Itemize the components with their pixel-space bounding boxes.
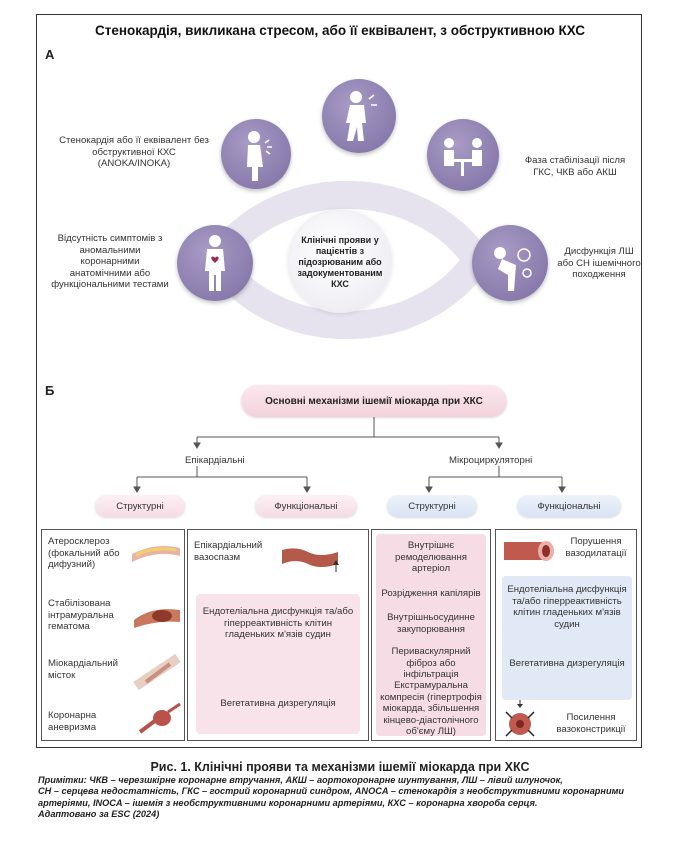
figure-caption: Рис. 1. Клінічні прояви та механізми іше… — [150, 760, 530, 774]
myocardial-bridge-icon — [133, 653, 181, 691]
micro-structural-box: Внутрішнє ремоделювання артеріол Розрідж… — [371, 529, 491, 741]
micro-struct-item-4: Периваскулярний фіброз або інфільтрація — [391, 646, 471, 680]
vasoconstriction-icon — [505, 700, 535, 737]
branch-microcirculatory: Мікроциркуляторні — [447, 455, 535, 466]
aneurysm-icon — [138, 702, 181, 734]
label-anoca: Стенокардія або її еквівалент без обстру… — [59, 135, 209, 169]
micro-func-inner: Ендотеліальна дисфункція та/або гіперреа… — [502, 576, 632, 700]
sub-epi-structural: Структурні — [95, 495, 185, 517]
epi-vasospasm-label: Епікардіальний вазоспазм — [194, 540, 263, 563]
micro-endothelial-text: Ендотеліальна дисфункція та/або гіперреа… — [507, 584, 627, 630]
epi-struct-item-3: Міокардіальний місток — [48, 658, 118, 681]
figure-notes: Примітки: ЧКВ – черезшкірне коронарне вт… — [38, 775, 648, 821]
circle-stabilization — [427, 119, 499, 191]
center-text: Клінічні прояви у пацієнтів з підозрюван… — [297, 234, 383, 289]
breathless-man-icon — [494, 247, 532, 291]
notes-line-3: артеріями, INOCA – ішемія з необструктив… — [38, 797, 538, 808]
stressed-man-icon — [346, 91, 377, 141]
notes-line-4: Адаптовано за ESC (2024) — [38, 809, 160, 820]
main-mechanisms-pill: Основні механізми ішемії міокарда при ХК… — [241, 385, 507, 417]
panel-a-title: Стенокардія, викликана стресом, або її е… — [95, 23, 585, 38]
label-lv-dysfunction: Дисфункція ЛШ або СН ішемічного походжен… — [557, 246, 641, 280]
tree-connectors — [133, 417, 566, 493]
micro-struct-item-3: Внутрішньосудинне закупорювання — [387, 612, 475, 635]
circle-lv-dysfunction — [472, 225, 548, 301]
micro-vegetative-text: Вегетативна дизрегуляція — [509, 658, 625, 669]
micro-vasodilation-label: Порушення вазодилатації — [565, 536, 627, 559]
epi-func-inner: Ендотеліальна дисфункція та/або гіперреа… — [196, 594, 360, 734]
epi-struct-item-2: Стабілізована інтрамуральна гематома — [48, 598, 114, 632]
panel-a-label: А — [45, 47, 55, 62]
epi-functional-box: Епікардіальний вазоспазм Ендотеліальна д… — [187, 529, 369, 741]
consultation-icon — [444, 138, 482, 176]
sub-micro-functional: Функціональні — [517, 495, 621, 517]
notes-line-2: СН – серцева недостатність, ГКС – гостри… — [38, 786, 624, 797]
epi-vegetative-text: Вегетативна дизрегуляція — [220, 698, 336, 709]
sub-micro-structural: Структурні — [387, 495, 477, 517]
notes-line-1: Примітки: ЧКВ – черезшкірне коронарне вт… — [38, 775, 563, 785]
label-asymptomatic: Відсутність симптомів з аномальними коро… — [51, 233, 169, 290]
epi-endothelial-text: Ендотеліальна дисфункція та/або гіперреа… — [202, 606, 354, 640]
label-stabilization: Фаза стабілізації після ГКС, ЧКВ або АКШ — [524, 155, 626, 178]
center-circle: Клінічні прояви у пацієнтів з підозрюван… — [289, 211, 391, 313]
micro-vasoconstriction-label: Посилення вазоконстрикції — [556, 712, 626, 735]
circle-asymptomatic — [177, 225, 253, 301]
micro-functional-box: Порушення вазодилатації Ендотеліальна ди… — [495, 529, 637, 741]
atherosclerosis-vessel-icon — [132, 546, 180, 562]
panel-b-label: Б — [45, 383, 55, 398]
micro-struct-inner: Внутрішнє ремоделювання артеріол Розрідж… — [376, 534, 486, 737]
epi-struct-item-4: Коронарна аневризма — [48, 710, 97, 733]
hematoma-vessel-icon — [134, 609, 180, 628]
branch-epicardial: Епікардіальні — [183, 455, 247, 466]
micro-struct-item-1: Внутрішнє ремоделювання артеріол — [395, 540, 467, 574]
micro-struct-item-5: Екстрамуральна компресія (гіпертрофія мі… — [380, 680, 482, 737]
person-heart-icon — [205, 235, 225, 291]
chest-pain-woman-icon — [247, 131, 272, 181]
figure-frame: Стенокардія, викликана стресом, або її е… — [36, 14, 642, 748]
circle-anoca — [221, 119, 291, 189]
epi-struct-item-1: Атеросклероз (фокальний або дифузний) — [48, 536, 120, 570]
circle-stress — [322, 79, 396, 153]
vasodilation-vessel-icon — [504, 541, 554, 561]
vasospasm-vessel-icon — [282, 548, 339, 572]
cycle-arc — [205, 180, 489, 340]
epi-structural-box: Атеросклероз (фокальний або дифузний) Ст… — [41, 529, 185, 741]
sub-epi-functional: Функціональні — [255, 495, 357, 517]
micro-struct-item-2: Розрідження капілярів — [381, 588, 481, 599]
